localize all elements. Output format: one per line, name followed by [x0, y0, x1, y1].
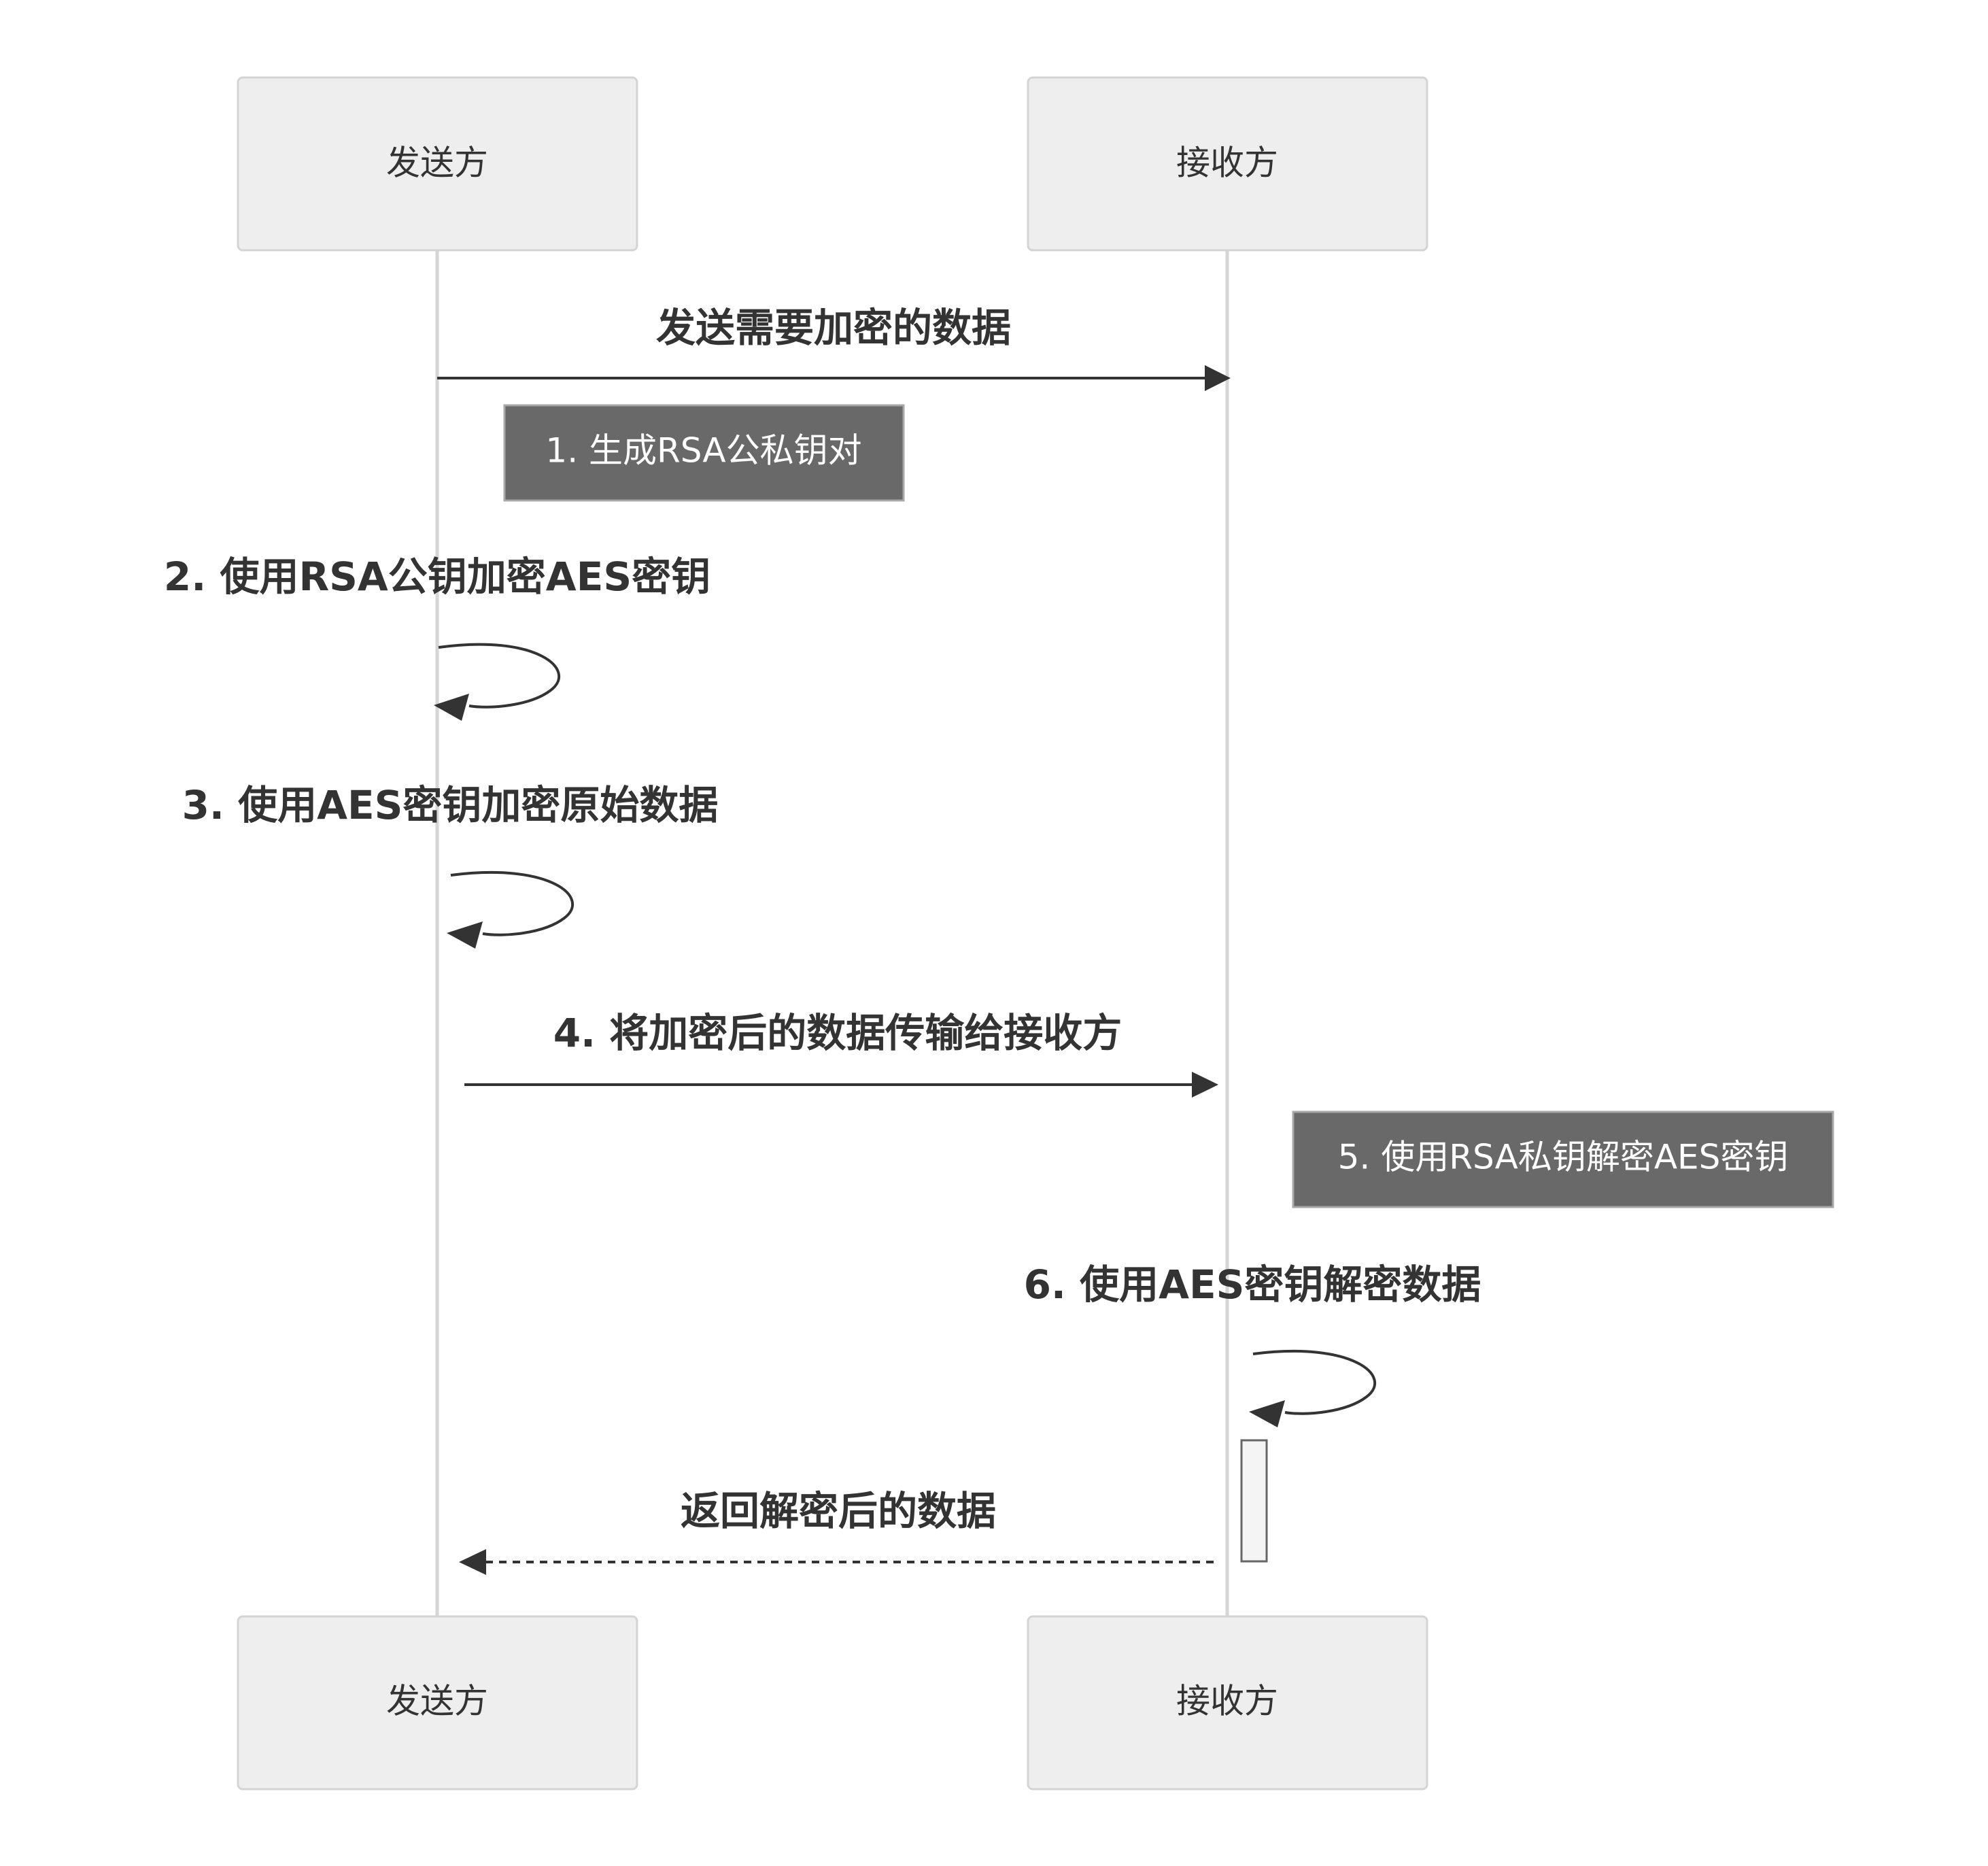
note-generate-rsa-keys-label: 1. 生成RSA公私钥对	[545, 431, 861, 471]
arrow-head-icon	[1205, 365, 1231, 391]
note-generate-rsa-keys: 1. 生成RSA公私钥对	[503, 404, 905, 502]
note-decrypt-aes-key-label: 5. 使用RSA私钥解密AES密钥	[1338, 1138, 1789, 1177]
self-arrow-head-icon	[447, 921, 483, 949]
message-transmit-data-label: 4. 将加密后的数据传输给接收方	[553, 1010, 1122, 1056]
message-encrypt-data-label: 3. 使用AES密钥加密原始数据	[182, 782, 719, 828]
message-send-data: 发送需要加密的数据	[437, 305, 1231, 391]
sender-actor-bottom-label: 发送方	[386, 1682, 488, 1721]
receiver-actor-top: 接收方	[1027, 76, 1428, 252]
message-decrypt-data-label: 6. 使用AES密钥解密数据	[1024, 1261, 1481, 1308]
self-arrow-head-icon	[1249, 1400, 1285, 1427]
receiver-actor-bottom-label: 接收方	[1176, 1682, 1278, 1721]
sender-actor-top-label: 发送方	[386, 143, 488, 183]
self-arrow-head-icon	[434, 694, 469, 721]
message-return-data: 返回解密后的数据	[459, 1488, 1214, 1575]
receiver-actor-bottom: 接收方	[1027, 1615, 1428, 1791]
arrow-head-icon	[1192, 1072, 1218, 1098]
sender-actor-bottom: 发送方	[237, 1615, 638, 1791]
message-encrypt-aes-key: 2. 使用RSA公钥加密AES密钥	[164, 554, 710, 721]
sender-actor-top: 发送方	[237, 76, 638, 252]
message-decrypt-data: 6. 使用AES密钥解密数据	[1024, 1261, 1481, 1427]
arrow-head-icon	[459, 1549, 486, 1575]
receiver-actor-top-label: 接收方	[1176, 143, 1278, 183]
message-send-data-label: 发送需要加密的数据	[656, 305, 1011, 351]
message-transmit-data: 4. 将加密后的数据传输给接收方	[464, 1010, 1218, 1098]
message-return-data-label: 返回解密后的数据	[681, 1488, 996, 1534]
message-encrypt-aes-key-label: 2. 使用RSA公钥加密AES密钥	[164, 554, 710, 600]
receiver-activation-bar	[1240, 1439, 1268, 1563]
note-decrypt-aes-key: 5. 使用RSA私钥解密AES密钥	[1292, 1110, 1834, 1208]
message-encrypt-data: 3. 使用AES密钥加密原始数据	[182, 782, 719, 949]
